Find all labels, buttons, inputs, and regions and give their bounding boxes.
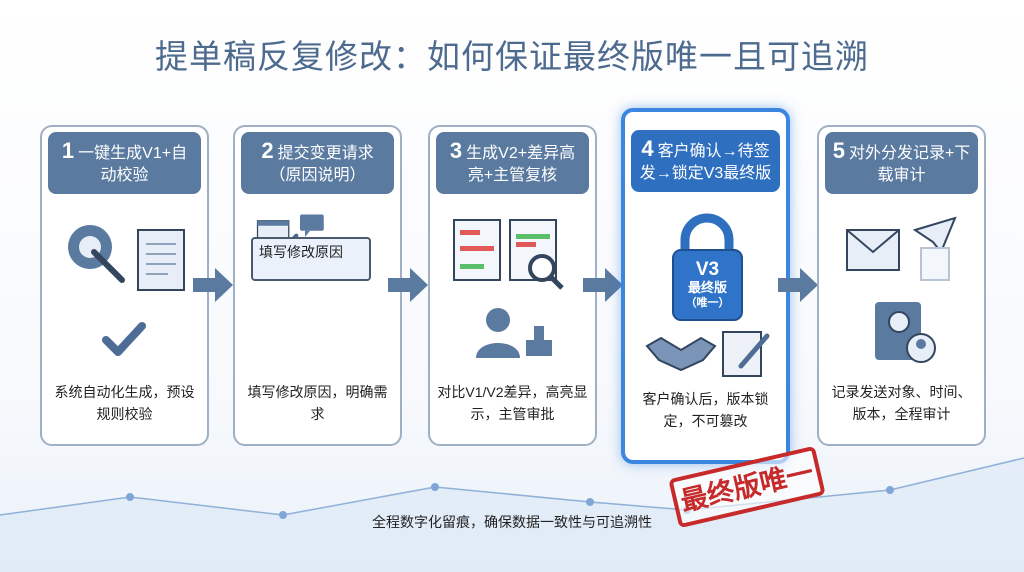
- arrow-right-icon: [778, 268, 818, 302]
- gear-document-check-icon: [68, 225, 185, 356]
- arrow-right-icon: [388, 268, 428, 302]
- step-description: 填写修改原因，明确需求: [247, 384, 388, 422]
- lock-icon: [672, 213, 743, 321]
- footer-caption: 全程数字化留痕，确保数据一致性与可追溯性: [372, 514, 652, 530]
- handshake-signature-icon: [645, 331, 770, 377]
- step-description: 客户确认后，版本锁定，不可篡改: [642, 391, 769, 429]
- reason-input[interactable]: 填写修改原因: [251, 237, 371, 281]
- page-title: 提单稿反复修改：如何保证最终版唯一且可追溯: [155, 38, 869, 75]
- step-description: 记录发送对象、时间、版本，全程审计: [831, 384, 972, 422]
- timeline-wave: [0, 457, 1024, 572]
- arrow-right-icon: [583, 268, 623, 302]
- diff-documents-reviewer-icon: [453, 219, 564, 358]
- step-description: 系统自动化生成，预设规则校验: [54, 384, 195, 422]
- lock-label: V3 最终版 （唯一）: [685, 259, 730, 310]
- step-description: 对比V1/V2差异，高亮显示，主管审批: [437, 384, 588, 422]
- arrow-right-icon: [193, 268, 233, 302]
- envelope-send-logbook-icon: [846, 216, 957, 363]
